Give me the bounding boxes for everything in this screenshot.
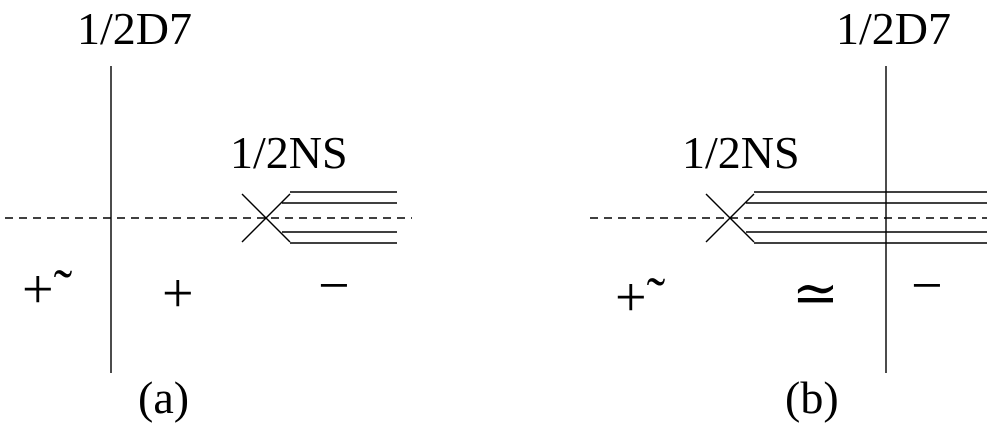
panel-a-ns-label: 1/2NS [230, 127, 348, 178]
panel-a-ns-cross-line-2 [241, 193, 291, 243]
panel-a-caption: (a) [138, 372, 190, 423]
panel-b-region-left-sign: +̃ [615, 267, 647, 329]
panel-b-region-right-sign: − [911, 255, 943, 317]
panel-b-d7-label: 1/2D7 [836, 3, 951, 54]
panel-a-region-left-sign: +̃ [22, 259, 54, 321]
panel-b-caption: (b) [785, 372, 839, 423]
panel-b-region-middle-sign: ≃ [792, 263, 839, 325]
panel-a-region-middle-sign: + [162, 263, 194, 325]
panel-a-region-right-sign: − [318, 255, 350, 317]
panel-b-ns-label: 1/2NS [682, 127, 800, 178]
panel-a-lines [5, 66, 412, 373]
panel-b-lines [590, 66, 987, 373]
panel-a-d7-label: 1/2D7 [77, 3, 192, 54]
panel-b-ns-cross-line-2 [705, 193, 755, 243]
